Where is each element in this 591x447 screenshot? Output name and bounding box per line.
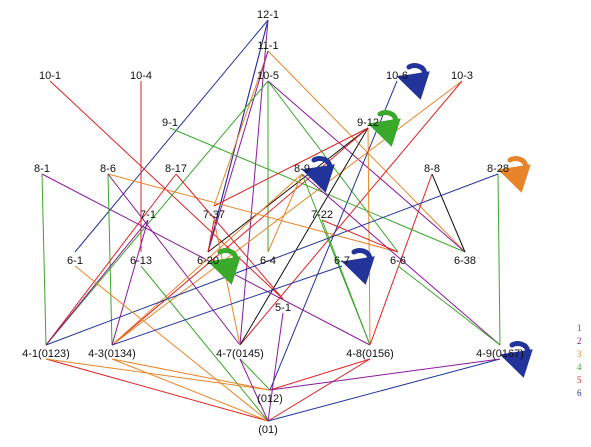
rotation-arrow-icon-8-9: [301, 156, 335, 193]
edge-9-12-to-7-37: [213, 127, 369, 207]
edge-5-1-to-01: [267, 312, 284, 422]
edge-4-9-to-01: [267, 358, 501, 422]
node-8-8: 8-8: [424, 163, 440, 175]
rotation-arrow-icon-10-6: [396, 63, 430, 100]
edge-9-12-to-6-20: [207, 127, 369, 253]
node-8-9: 8-9: [294, 163, 310, 175]
edge-6-1-to-01: [74, 265, 269, 422]
node-6-13: 6-13: [130, 255, 152, 267]
edge-4-1-to-012: [45, 358, 271, 391]
node-6-1: 6-1: [67, 255, 83, 267]
edge-8-8-to-6-38: [431, 173, 466, 253]
node-9-1: 9-1: [162, 117, 178, 129]
edge-11-1-to-6-38: [267, 50, 466, 253]
rotation-arrow-icon-4-9: [499, 341, 533, 378]
legend-item-6: 6: [577, 388, 582, 398]
edge-8-9-to-4-3: [111, 173, 303, 346]
node-6-20: 6-20: [197, 255, 219, 267]
node-11-1: 11-1: [257, 40, 278, 52]
node-4-1: 4-1(0123): [22, 348, 70, 360]
edge-8-9-to-6-4: [267, 173, 303, 253]
node-7-1: 7-1: [140, 209, 156, 221]
edge-4-8-to-012: [269, 358, 371, 391]
node-8-1: 8-1: [34, 163, 50, 175]
rotation-arrow-icon-9-12: [367, 110, 401, 147]
edge-7-37-to-6-20: [207, 219, 215, 253]
edge-10-3-to-4-7: [239, 80, 463, 346]
rotation-icons-layer: [207, 63, 533, 378]
edge-12-1-to-6-1: [74, 19, 269, 253]
edge-6-7-to-4-3: [111, 265, 343, 346]
edge-4-1-to-01: [45, 358, 269, 422]
rotation-arrow-icon-6-20: [207, 248, 241, 285]
edge-8-28-to-4-9: [497, 173, 501, 346]
edge-4-9-to-012: [269, 358, 501, 391]
node-8-28: 8-28: [487, 163, 509, 175]
edge-8-1-to-4-1: [41, 173, 47, 346]
legend-item-3: 3: [577, 349, 582, 359]
edge-9-12-to-4-8: [367, 127, 371, 346]
edge-8-6-to-4-7: [107, 173, 241, 346]
node-10-5: 10-5: [257, 70, 279, 82]
rotation-arrow-icon-8-28: [497, 156, 531, 193]
nodes-layer: 12-1 11-1 10-1 10-4 10-5 10-6 10-3 9-1 9…: [22, 9, 524, 436]
legend-item-1: 1: [577, 323, 582, 333]
node-4-8: 4-8(0156): [346, 348, 394, 360]
edge-12-1-to-4-7: [239, 19, 269, 346]
edge-8-28-to-4-1: [45, 173, 499, 346]
node-10-1: 10-1: [39, 70, 61, 82]
edge-7-1-to-4-3: [111, 219, 149, 346]
edge-4-3-to-012: [111, 358, 271, 391]
node-12-1: 12-1: [257, 9, 279, 21]
node-8-17: 8-17: [165, 163, 187, 175]
edge-8-6-to-4-3: [107, 173, 113, 346]
node-6-6: 6-6: [390, 255, 406, 267]
edge-8-6-to-6-6: [107, 173, 399, 253]
node-6-38: 6-38: [454, 255, 476, 267]
node-5-1: 5-1: [275, 302, 291, 314]
edge-10-5-to-4-1: [45, 80, 269, 346]
edge-6-13-to-01: [140, 265, 269, 422]
node-10-4: 10-4: [130, 70, 152, 82]
edge-8-17-to-4-1: [45, 173, 177, 346]
edge-6-6-to-4-9: [397, 265, 501, 346]
edge-7-22-to-6-6: [321, 219, 399, 253]
node-4-3: 4-3(0134): [88, 348, 136, 360]
node-7-22: 7-22: [311, 209, 333, 221]
edge-9-12-to-4-3: [111, 127, 369, 346]
edge-10-3-to-4-3: [111, 80, 463, 346]
edge-4-8-to-01: [267, 358, 371, 422]
node-7-37: 7-37: [203, 209, 225, 221]
edge-4-7-to-01: [239, 358, 269, 422]
rotation-arrow-icon-6-7: [341, 248, 375, 285]
node-01: (01): [258, 424, 278, 436]
edge-10-5-to-6-6: [267, 80, 399, 253]
edge-7-37-to-4-7: [213, 219, 241, 346]
edge-4-7-to-012: [239, 358, 271, 391]
edge-10-5-to-6-38: [267, 80, 466, 253]
node-4-9: 4-9(0167): [476, 348, 524, 360]
edge-9-12-to-4-7: [239, 127, 369, 346]
legend-item-4: 4: [577, 362, 582, 372]
node-8-6: 8-6: [100, 163, 116, 175]
edge-8-1-to-4-8: [41, 173, 371, 346]
node-10-3: 10-3: [451, 70, 473, 82]
legend: 1 2 3 4 5 6: [577, 323, 582, 398]
node-6-7: 6-7: [334, 255, 350, 267]
node-012: (012): [257, 393, 283, 405]
node-4-7: 4-7(0145): [216, 348, 264, 360]
edge-11-1-to-6-20: [207, 50, 269, 253]
node-6-4: 6-4: [260, 255, 276, 267]
node-9-12: 9-12: [357, 117, 379, 129]
edge-8-17-to-5-1: [175, 173, 284, 300]
edge-4-3-to-01: [111, 358, 269, 422]
legend-item-5: 5: [577, 375, 582, 385]
edge-7-1-to-4-1: [45, 219, 149, 346]
legend-item-2: 2: [577, 336, 582, 346]
edge-11-1-to-7-37: [213, 50, 269, 207]
edge-7-22-to-4-8: [321, 219, 371, 346]
node-10-6: 10-6: [386, 70, 408, 82]
